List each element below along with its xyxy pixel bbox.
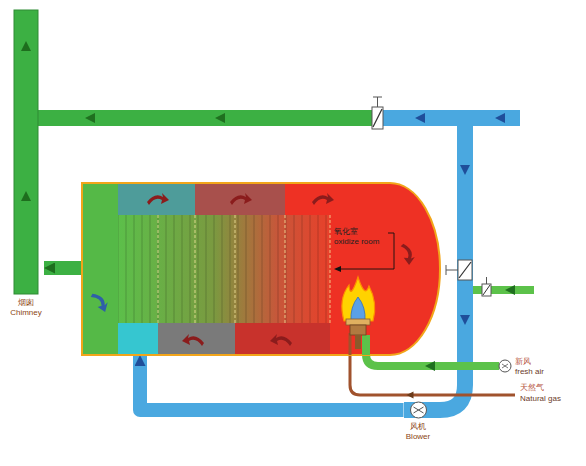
bypass-valve — [372, 97, 383, 129]
chimney-pipe — [14, 10, 38, 294]
node-label: Blower — [404, 432, 433, 442]
drawing-part — [482, 284, 491, 296]
fresh-air-fan — [499, 360, 511, 372]
drawing-part — [483, 285, 490, 295]
node-text-group: 烟囱Chimney — [8, 298, 44, 317]
blower: 风机Blower — [404, 402, 433, 441]
gas-line — [350, 354, 515, 395]
node-label: 氧化室 — [334, 227, 379, 237]
node-text-group: 风机Blower — [404, 422, 433, 441]
drawing-part — [486, 277, 487, 284]
gas-arrow — [407, 392, 414, 399]
node-text-group: 氧化室oxidize room — [334, 227, 379, 246]
node-label: 烟囱 — [8, 298, 44, 308]
drawing-part — [460, 315, 470, 325]
pipe-label: 天然气 — [520, 383, 544, 393]
drawing-part — [215, 113, 225, 123]
drawing-part — [458, 260, 472, 280]
chimney-stack — [8, 6, 44, 298]
drawing-part — [372, 107, 383, 129]
pipe-label: fresh air — [515, 367, 544, 377]
oxidizer-chamber: 氧化室oxidize room — [82, 183, 440, 355]
blower-casing — [410, 402, 426, 418]
node-label: oxidize room — [334, 237, 379, 247]
inlet-damper — [482, 277, 491, 296]
drawing-part — [446, 270, 458, 271]
drawing-part — [460, 165, 470, 175]
drawing-part — [373, 97, 382, 98]
node-label: Chimney — [8, 308, 44, 318]
fan-blades — [502, 364, 508, 368]
drawing-part — [85, 113, 95, 123]
flow-arrow — [21, 191, 31, 201]
pipe-label: 新风 — [515, 357, 531, 367]
oxidizer-housing — [82, 183, 440, 355]
fresh-air-valve — [446, 260, 472, 280]
drawing-part — [425, 361, 435, 371]
drawing-part — [415, 113, 425, 123]
drawing-part — [459, 262, 471, 278]
chimney: 烟囱Chimney — [8, 6, 44, 317]
housing-drawing — [82, 183, 440, 355]
drawing-part — [373, 109, 382, 127]
flow-arrow — [21, 41, 31, 51]
pipe-connector — [140, 355, 404, 410]
pipe-connector — [44, 261, 82, 275]
bypass-duct — [30, 110, 374, 126]
pipe-stub — [404, 402, 433, 418]
drawing-part — [505, 285, 515, 295]
blower-blades — [413, 407, 423, 413]
blower-symbol — [404, 402, 433, 422]
drawing-part — [495, 113, 505, 123]
drawing-part — [377, 97, 378, 107]
pipe-label: Natural gas — [520, 394, 561, 404]
node-label: 风机 — [404, 422, 433, 432]
drawing-part — [446, 265, 447, 275]
